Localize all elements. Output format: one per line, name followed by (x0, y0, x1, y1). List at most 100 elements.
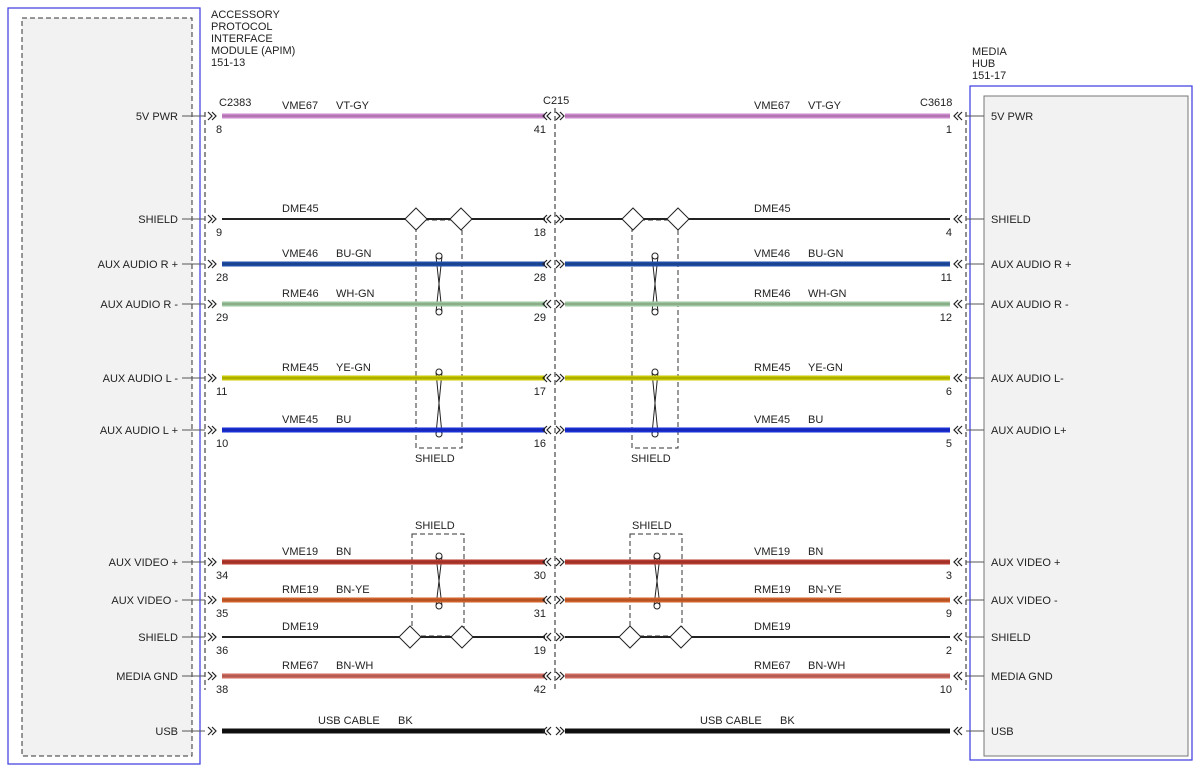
pin-number-left: 29 (216, 312, 228, 324)
terminal-arrow-icon (211, 726, 217, 736)
terminal-arrow-icon (542, 259, 548, 269)
signal-label-left: SHIELD (138, 632, 178, 644)
terminal-arrow-icon (546, 632, 552, 642)
terminal-arrow-icon (542, 632, 548, 642)
terminal-arrow-icon (957, 259, 963, 269)
shield-drain-icon (449, 207, 473, 231)
pin-number-mid: 31 (534, 608, 546, 620)
terminal-arrow-icon (542, 726, 548, 736)
pin-number-mid: 17 (534, 386, 546, 398)
media-hub-title-line: 151-17 (972, 70, 1006, 82)
wire-color-code-right: WH-GN (808, 288, 847, 300)
media-hub-title-line: HUB (972, 58, 995, 70)
terminal-arrow-icon (207, 726, 213, 736)
terminal-arrow-icon (542, 373, 548, 383)
circuit-code-right: USB CABLE (700, 715, 762, 727)
terminal-arrow-icon (555, 632, 561, 642)
terminal-arrow-icon (957, 595, 963, 605)
terminal-arrow-icon (211, 595, 217, 605)
wire-color-code-right: BN-YE (808, 584, 842, 596)
pin-number-mid: 42 (534, 684, 546, 696)
terminal-arrow-icon (953, 726, 959, 736)
shield-box-video-left (411, 533, 465, 637)
signal-label-right: AUX VIDEO + (991, 557, 1060, 569)
circuit-code-right: RME45 (754, 362, 791, 374)
circuit-code-left: VME19 (282, 546, 318, 558)
signal-label-left: 5V PWR (136, 111, 178, 123)
pin-number-mid: 30 (534, 570, 546, 582)
pin-number-mid: 41 (534, 124, 546, 136)
terminal-arrow-icon (953, 557, 959, 567)
terminal-arrow-icon (957, 299, 963, 309)
wire-color-code-right: BN (808, 546, 823, 558)
pin-number-right: 6 (946, 386, 952, 398)
pin-number-mid: 29 (534, 312, 546, 324)
terminal-arrow-icon (555, 726, 561, 736)
pin-number-mid: 19 (534, 645, 546, 657)
apim-title-line: ACCESSORY (211, 9, 281, 21)
pin-number-left: 28 (216, 272, 228, 284)
wire-color-code-left: BN-WH (336, 660, 373, 672)
terminal-arrow-icon (953, 595, 959, 605)
terminal-arrow-icon (546, 595, 552, 605)
circuit-code-left: VME67 (282, 100, 318, 112)
pin-number-right: 5 (946, 438, 952, 450)
signal-label-left: AUX AUDIO L - (103, 373, 179, 385)
pin-number-right: 1 (946, 124, 952, 136)
twist-marker-icon (435, 602, 443, 610)
terminal-arrow-icon (953, 425, 959, 435)
terminal-arrow-icon (542, 557, 548, 567)
signal-label-right: MEDIA GND (991, 671, 1053, 683)
terminal-arrow-icon (957, 111, 963, 121)
terminal-arrow-icon (559, 595, 565, 605)
twist-marker-icon (435, 252, 443, 260)
terminal-arrow-icon (546, 425, 552, 435)
twist-marker-icon (651, 371, 659, 435)
pin-number-mid: 16 (534, 438, 546, 450)
pin-number-right: 11 (941, 272, 952, 284)
terminal-arrow-icon (211, 299, 217, 309)
wire-color-code-right: YE-GN (808, 362, 843, 374)
signal-label-left: AUX VIDEO - (111, 595, 178, 607)
terminal-arrow-icon (559, 726, 565, 736)
pin-number-left: 10 (216, 438, 228, 450)
circuit-code-right: RME67 (754, 660, 791, 672)
shield-label: SHIELD (415, 520, 455, 532)
circuit-code-left: DME19 (282, 621, 319, 633)
terminal-arrow-icon (546, 299, 552, 309)
signal-label-right: AUX AUDIO L+ (991, 425, 1067, 437)
signal-label-left: AUX VIDEO + (109, 557, 178, 569)
terminal-arrow-icon (953, 632, 959, 642)
apim-title-line: 151-13 (211, 57, 245, 69)
pin-number-left: 35 (216, 608, 228, 620)
twist-marker-icon (651, 308, 659, 316)
terminal-arrow-icon (211, 632, 217, 642)
media-hub-title-line: MEDIA (972, 46, 1008, 58)
terminal-arrow-icon (207, 557, 213, 567)
pin-number-left: 38 (216, 684, 228, 696)
apim-title-line: PROTOCOL (211, 21, 272, 33)
terminal-arrow-icon (542, 425, 548, 435)
wire-color-code-left: BN-YE (336, 584, 370, 596)
terminal-arrow-icon (555, 671, 561, 681)
terminal-arrow-icon (559, 632, 565, 642)
circuit-code-right: VME46 (754, 248, 790, 260)
circuit-code-left: RME19 (282, 584, 319, 596)
terminal-arrow-icon (953, 111, 959, 121)
signal-label-right: AUX AUDIO R - (991, 299, 1069, 311)
terminal-arrow-icon (555, 595, 561, 605)
terminal-arrow-icon (555, 299, 561, 309)
signal-label-right: AUX AUDIO L- (991, 373, 1064, 385)
twist-marker-icon (435, 308, 443, 316)
pin-number-left: 34 (216, 570, 228, 582)
terminal-arrow-icon (555, 111, 561, 121)
connector-label-right: C3618 (920, 97, 952, 109)
terminal-arrow-icon (559, 259, 565, 269)
wire-color-code-right: BU (808, 414, 823, 426)
wire-color-code-right: BU-GN (808, 248, 844, 260)
